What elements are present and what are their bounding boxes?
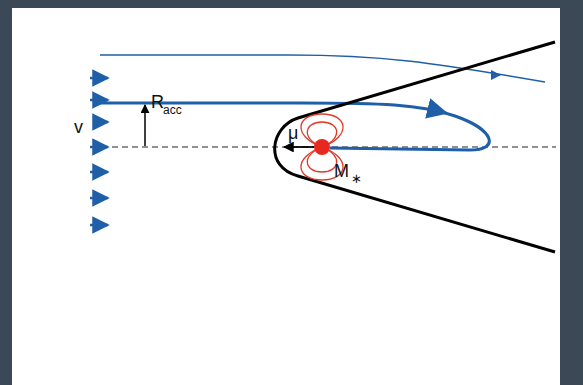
outer-streamline-head [498,74,500,76]
moment-symbol: μ [288,124,298,142]
outer-streamline [100,55,545,82]
white-panel [12,8,560,385]
velocity-label: v [74,118,83,136]
mass-subscript: ∗ [351,172,362,185]
mass-symbol: M [334,162,349,180]
flow-arrows [90,78,108,225]
radius-subscript: acc [163,104,182,116]
radius-symbol: R [151,93,164,111]
star [314,139,330,155]
accreting-streamline-head [438,111,446,113]
mu-arrow [284,146,314,148]
r-acc-arrow [144,105,146,146]
bow-shock [275,42,555,252]
